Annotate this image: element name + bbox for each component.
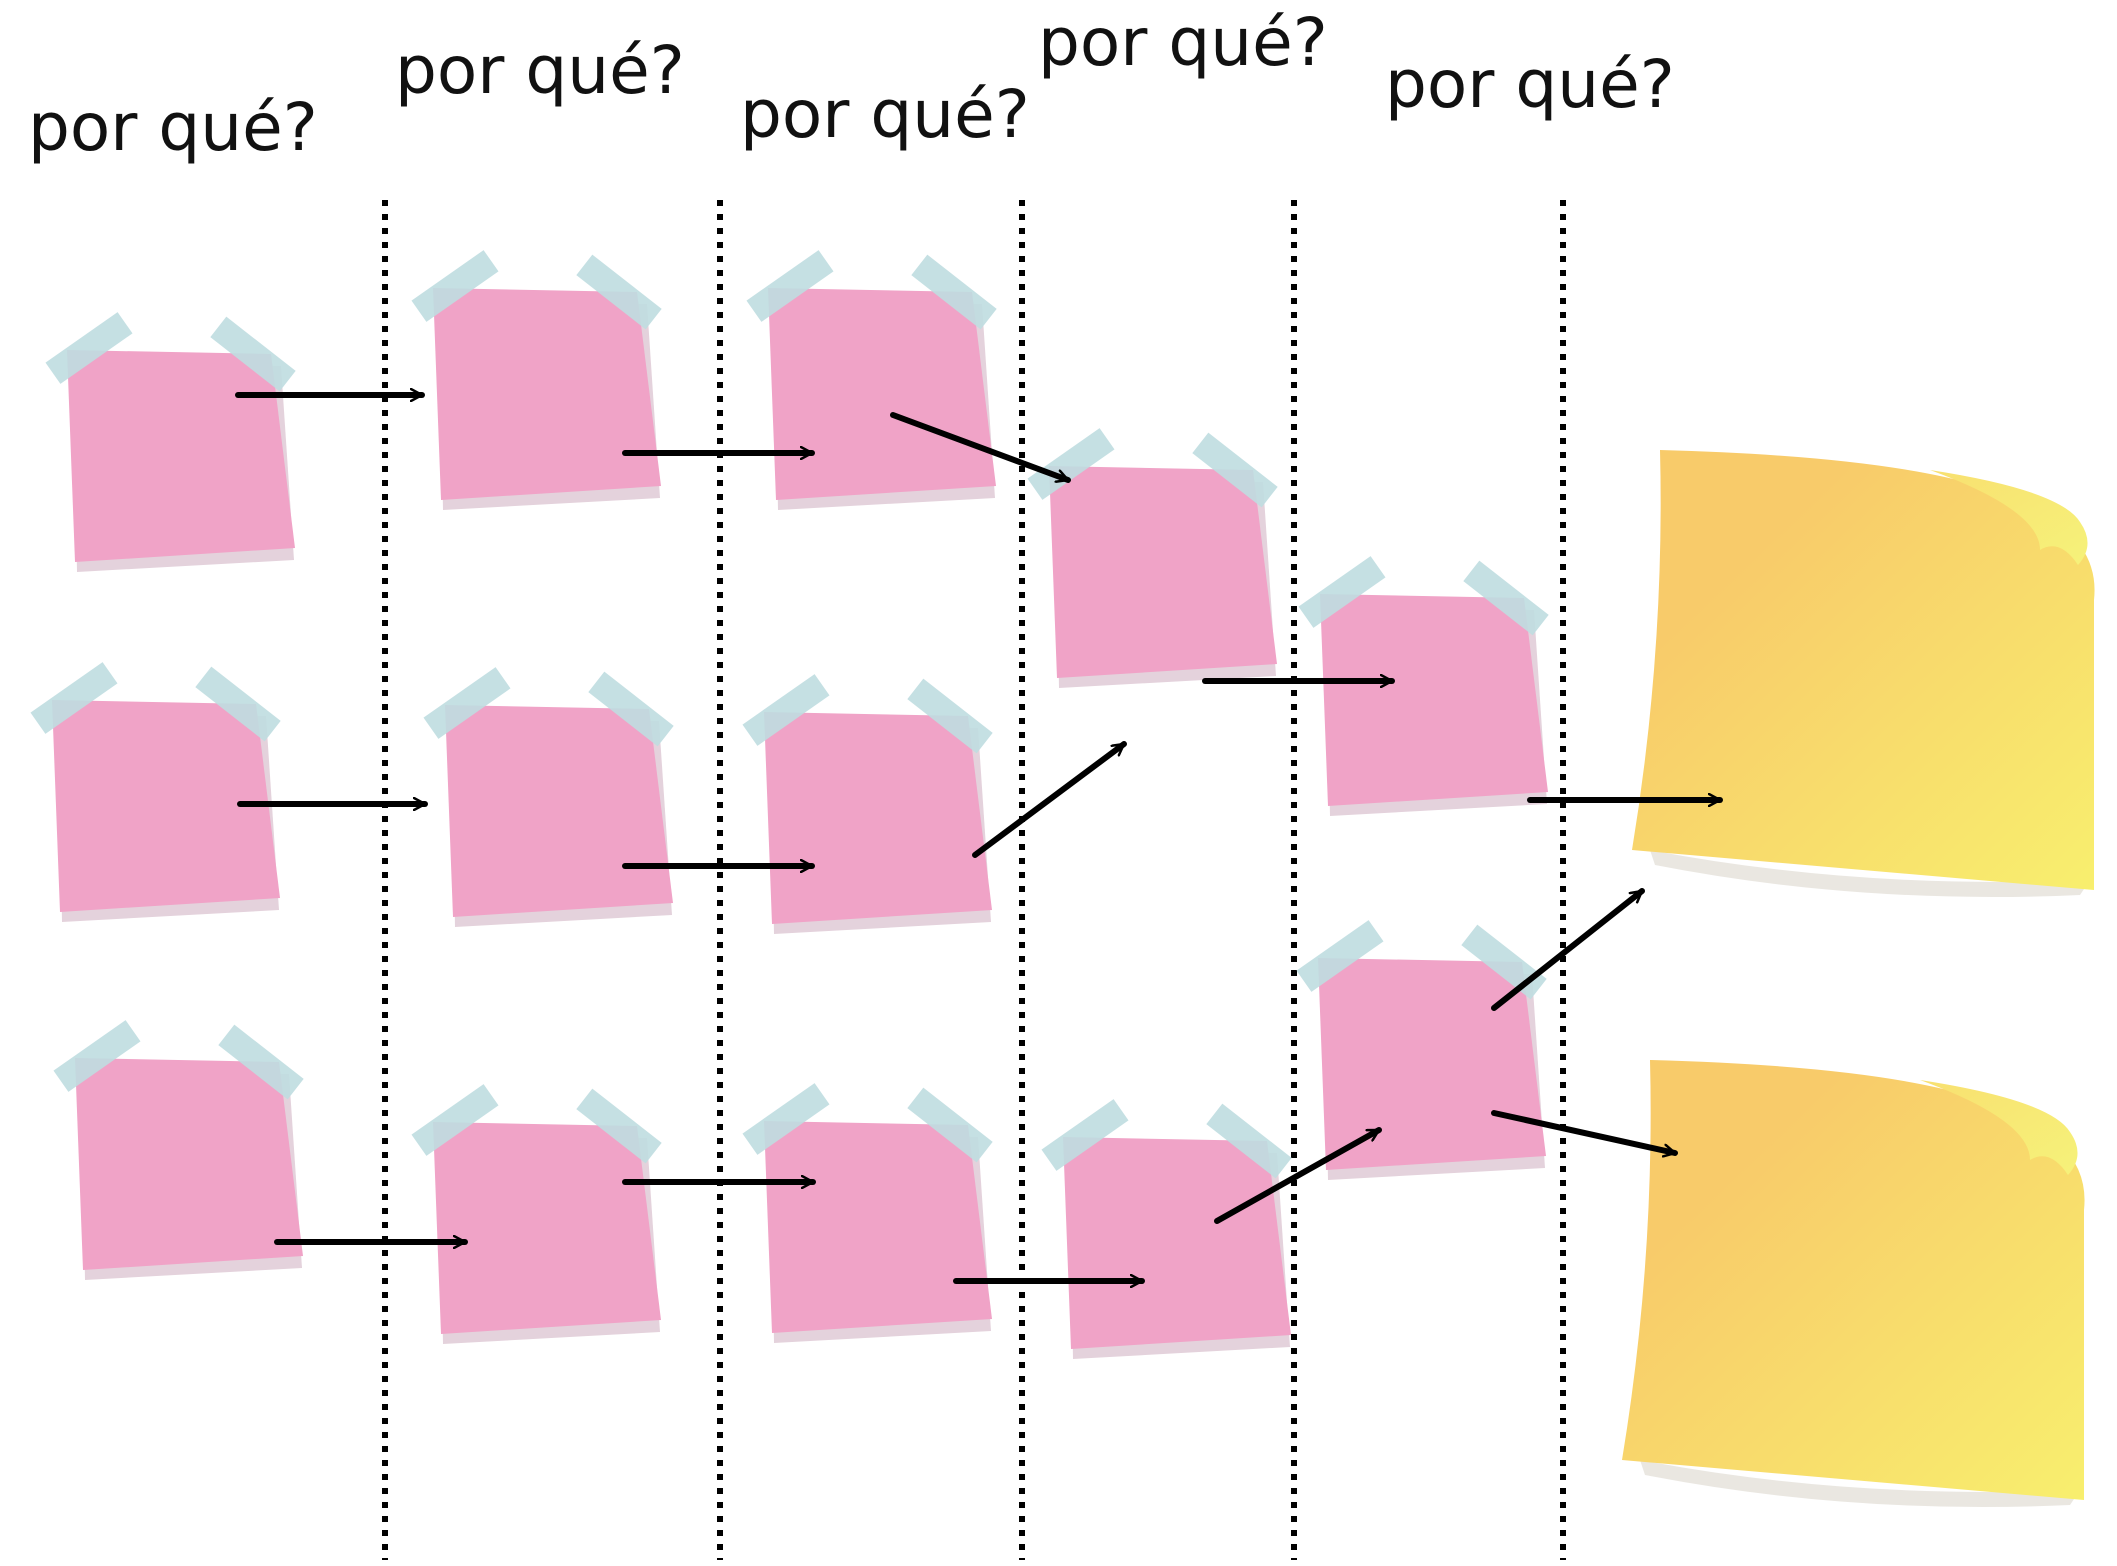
pink-sticky-note	[742, 674, 993, 934]
pink-sticky-note	[30, 662, 281, 922]
column-heading-4: por qué?	[1038, 4, 1328, 81]
column-heading-2: por qué?	[395, 32, 685, 109]
tape-strip	[1298, 556, 1386, 628]
tape-strip	[411, 1084, 499, 1156]
yellow-sticky-note	[1632, 450, 2095, 897]
tape-strip	[210, 316, 296, 392]
arrow	[890, 412, 1071, 480]
tape-strip	[1041, 1099, 1129, 1171]
tape-strip	[1027, 428, 1115, 500]
tape-strip	[907, 1087, 993, 1163]
tape-strip	[1206, 1103, 1292, 1179]
tape-strip	[195, 666, 281, 742]
tape-strip	[1296, 920, 1384, 992]
tape-strip	[742, 674, 830, 746]
tape-strip	[53, 1020, 141, 1092]
tape-strip	[423, 667, 511, 739]
pink-sticky-note	[1027, 428, 1278, 688]
arrow	[1491, 1110, 1678, 1153]
column-heading-1: por qué?	[28, 89, 318, 166]
pink-sticky-note	[742, 1083, 993, 1343]
tape-strip	[30, 662, 118, 734]
arrows	[235, 395, 1723, 1281]
tape-strip	[742, 1083, 830, 1155]
pink-sticky-note	[1296, 920, 1547, 1180]
pink-sticky-note	[411, 250, 662, 510]
arrow	[1214, 1127, 1382, 1224]
tape-strip	[45, 312, 133, 384]
tape-strip	[218, 1024, 304, 1100]
tape-strip	[907, 678, 993, 754]
yellow-notes	[1622, 450, 2095, 1507]
pink-sticky-note	[1041, 1099, 1292, 1359]
tape-strip	[1192, 432, 1278, 508]
tape-strip	[576, 1088, 662, 1164]
tape-strip	[411, 250, 499, 322]
column-heading-5: por qué?	[1385, 46, 1675, 123]
tape-strip	[911, 254, 997, 330]
arrow	[1491, 888, 1645, 1011]
tape-strip	[746, 250, 834, 322]
pink-sticky-note	[746, 250, 997, 510]
tape-strip	[1463, 560, 1549, 636]
arrow	[972, 741, 1127, 858]
column-dividers	[382, 200, 1566, 1560]
pink-sticky-note	[411, 1084, 662, 1344]
pink-notes	[30, 250, 1549, 1359]
column-heading-3: por qué?	[740, 76, 1030, 153]
yellow-sticky-note	[1622, 1060, 2085, 1507]
tape-strip	[588, 671, 674, 747]
pink-sticky-note	[45, 312, 296, 572]
pink-sticky-note	[1298, 556, 1549, 816]
pink-sticky-note	[53, 1020, 304, 1280]
tape-strip	[576, 254, 662, 330]
pink-sticky-note	[423, 667, 674, 927]
